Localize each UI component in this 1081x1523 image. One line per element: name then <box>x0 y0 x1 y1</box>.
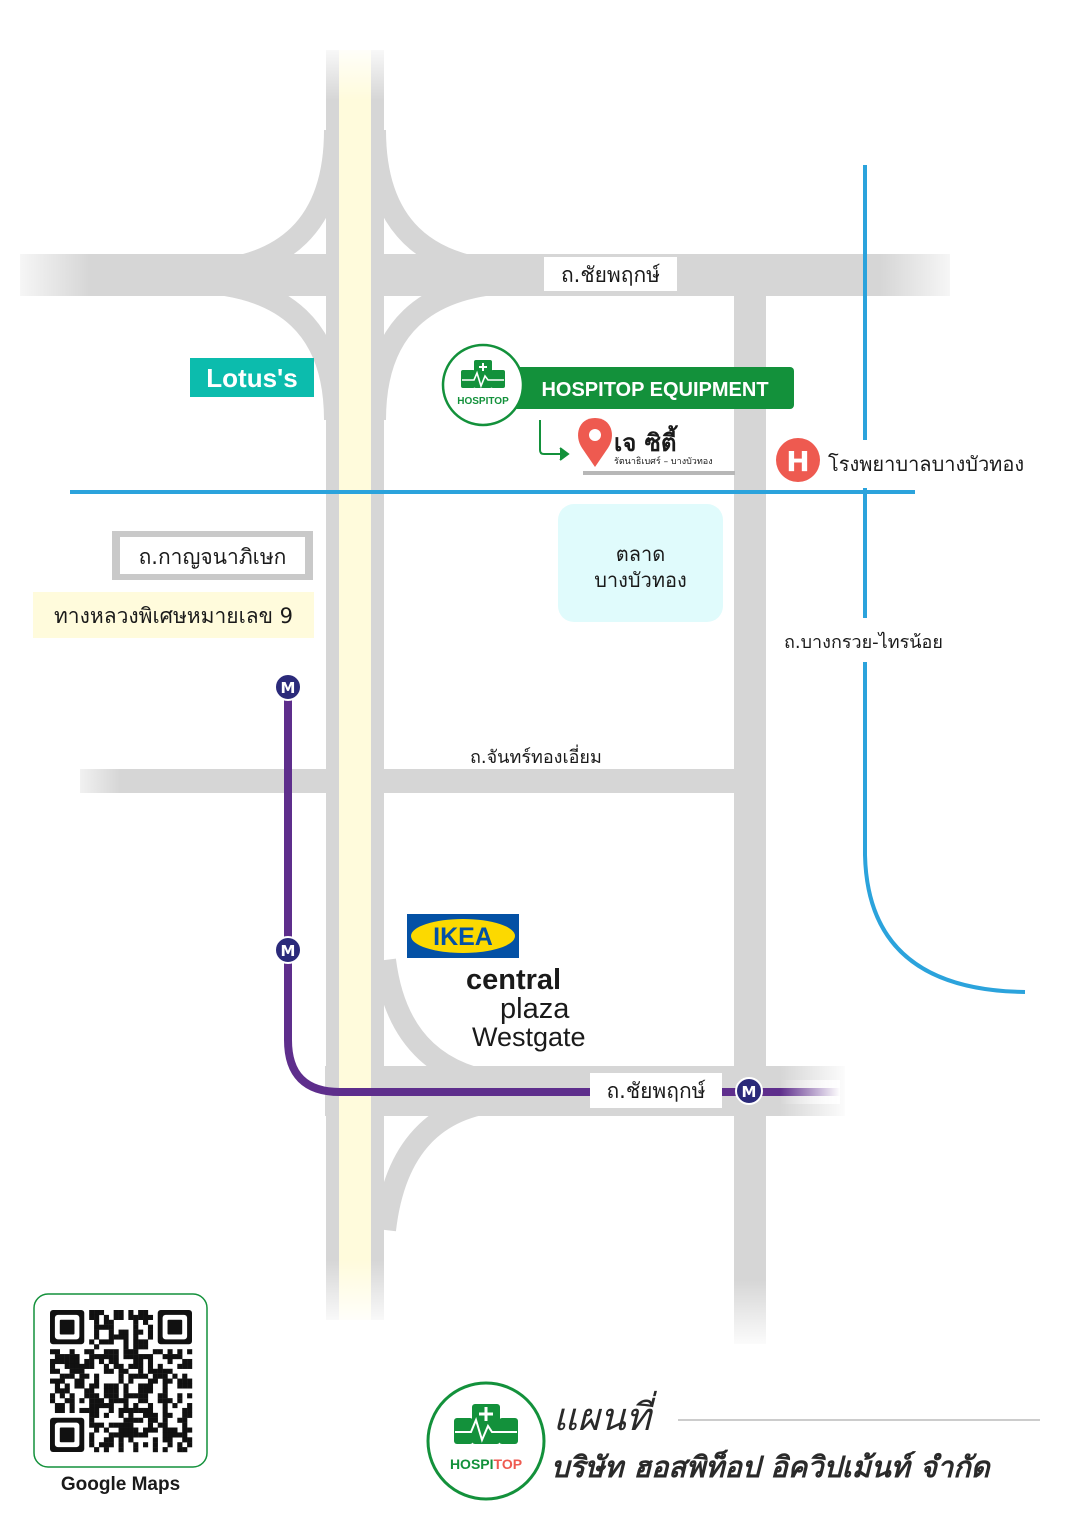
road-bangkruai <box>734 254 766 1344</box>
ikea-logo: IKEA <box>407 914 519 958</box>
highway-9-strip <box>339 50 371 1320</box>
market-area <box>558 504 723 622</box>
svg-text:M: M <box>281 679 296 697</box>
hospitop-banner-text: HOSPITOP EQUIPMENT <box>541 379 768 401</box>
location-pin-icon <box>578 418 612 467</box>
qr-caption: Google Maps <box>60 1474 181 1495</box>
hospitop-banner <box>500 367 794 409</box>
lotus-logo <box>190 358 314 397</box>
svg-text:HOSPITOP: HOSPITOP <box>450 1456 522 1472</box>
road-label-chanthongiam: ถ.จันทร์ทองเอี่ยม <box>470 747 602 768</box>
svg-text:IKEA: IKEA <box>433 923 493 951</box>
canals <box>70 165 1026 994</box>
westgate-text: Westgate <box>472 1022 586 1052</box>
qr-code[interactable] <box>50 1310 193 1453</box>
j-city-name: เจ ซิตี้ <box>614 429 677 457</box>
svg-text:Lotus's: Lotus's <box>206 363 297 393</box>
road-label-highway9: ทางหลวงพิเศษหมายเลข 9 <box>53 604 294 628</box>
road-label-chaiyaphruek-top: ถ.ชัยพฤกษ์ <box>544 257 677 291</box>
roads <box>20 50 950 1344</box>
svg-text:HOSPITOP: HOSPITOP <box>457 396 509 407</box>
road-chanthongiam <box>80 769 735 793</box>
metro-station-2: M <box>274 936 302 964</box>
svg-text:M: M <box>742 1083 757 1101</box>
hospitop-logo-map: HOSPITOP <box>441 343 525 427</box>
hospitop-logo-footer: HOSPITOP <box>426 1381 546 1501</box>
plaza-text: plaza <box>500 993 570 1025</box>
footer-map-title: แผนที่ <box>553 1395 651 1439</box>
footer-company-name: บริษัท ฮอสพิท็อป อิควิปเม้นท์ จำกัด <box>551 1450 990 1484</box>
hospital-name: โรงพยาบาลบางบัวทอง <box>828 452 1025 476</box>
svg-text:H: H <box>786 445 809 478</box>
central-text: central <box>466 964 561 996</box>
j-city-subtitle: รัตนาธิเบศร์ – บางบัวทอง <box>614 457 713 467</box>
road-label-bangkruai: ถ.บางกรวย-ไทรน้อย <box>782 627 945 656</box>
road-label-kanchanaphisek: ถ.กาญจนาภิเษก <box>138 545 287 569</box>
road-curves <box>189 129 521 1232</box>
hospital-icon <box>776 438 820 482</box>
market-line1: ตลาด <box>615 542 666 566</box>
market-line2: บางบัวทอง <box>594 568 687 592</box>
metro-purple-line <box>284 687 840 1096</box>
canal-curve <box>863 662 1026 994</box>
svg-text:M: M <box>281 942 296 960</box>
arrow-icon <box>539 420 570 461</box>
metro-station-3: M <box>735 1077 763 1105</box>
metro-station-1: M <box>274 673 302 701</box>
road-label-chaiyaphruek-bottom: ถ.ชัยพฤกษ์ <box>590 1073 722 1108</box>
